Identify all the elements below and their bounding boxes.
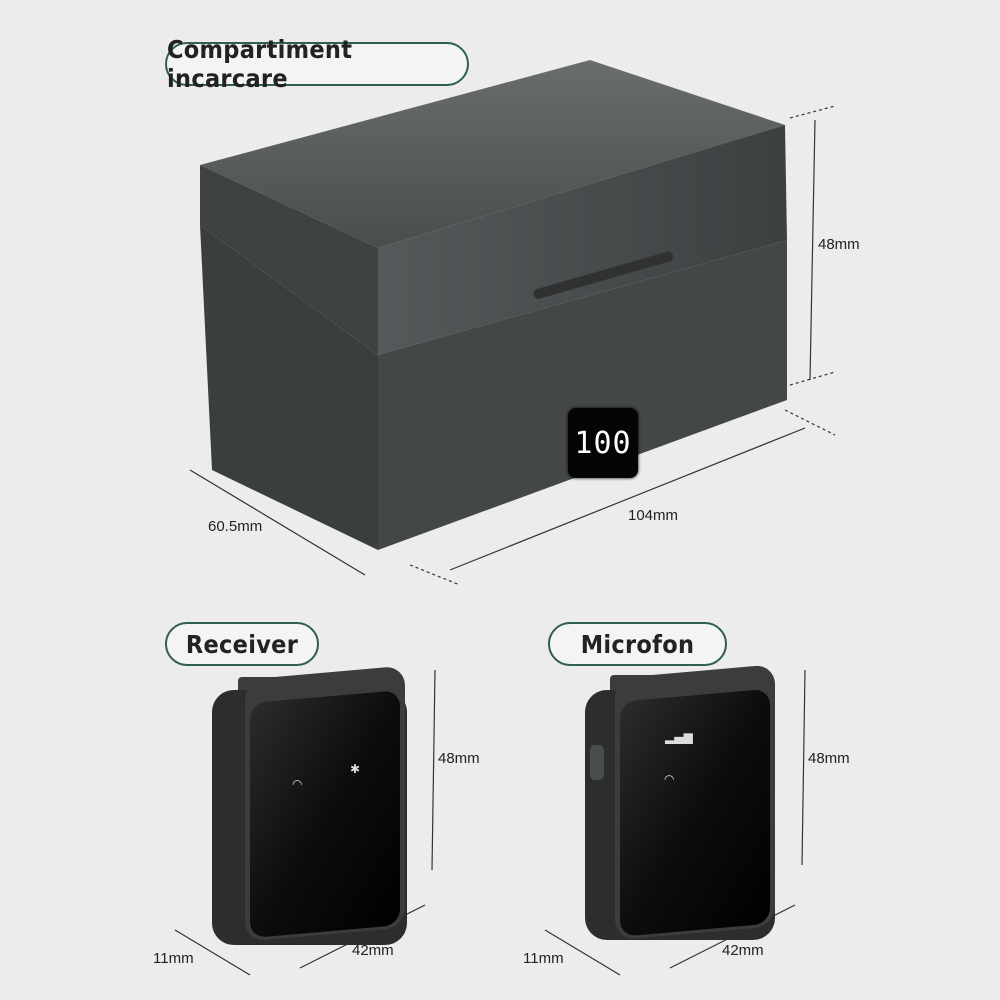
dimension-lines: [174, 105, 836, 976]
receiver-device: [212, 667, 407, 945]
case-callout: Compartiment incarcare: [165, 35, 469, 93]
battery-display: 100: [568, 408, 638, 478]
microphone-device: [585, 665, 775, 940]
microphone-width: 42mm: [722, 942, 764, 959]
case-width: 104mm: [628, 507, 679, 524]
receiver-width: 42mm: [352, 942, 394, 959]
microphone-label: Microfon: [580, 629, 695, 659]
microphone-height: 48mm: [808, 750, 850, 767]
case-depth: 60.5mm: [208, 518, 263, 535]
bluetooth-icon: ✱: [350, 762, 361, 776]
case-label: Compartiment incarcare: [167, 35, 353, 93]
signal-bars-icon: ▂▄▆: [665, 730, 693, 744]
microphone-callout: Microfon: [548, 622, 727, 666]
wifi-icon: ◠: [292, 777, 303, 791]
receiver-height: 48mm: [438, 750, 480, 767]
case-height: 48mm: [818, 236, 860, 253]
receiver-label: Receiver: [185, 629, 299, 659]
receiver-depth: 11mm: [153, 950, 194, 967]
wifi-icon: ◠: [664, 772, 675, 786]
microphone-depth: 11mm: [523, 950, 564, 967]
receiver-callout: Receiver: [165, 622, 319, 666]
charging-case: [200, 60, 787, 550]
